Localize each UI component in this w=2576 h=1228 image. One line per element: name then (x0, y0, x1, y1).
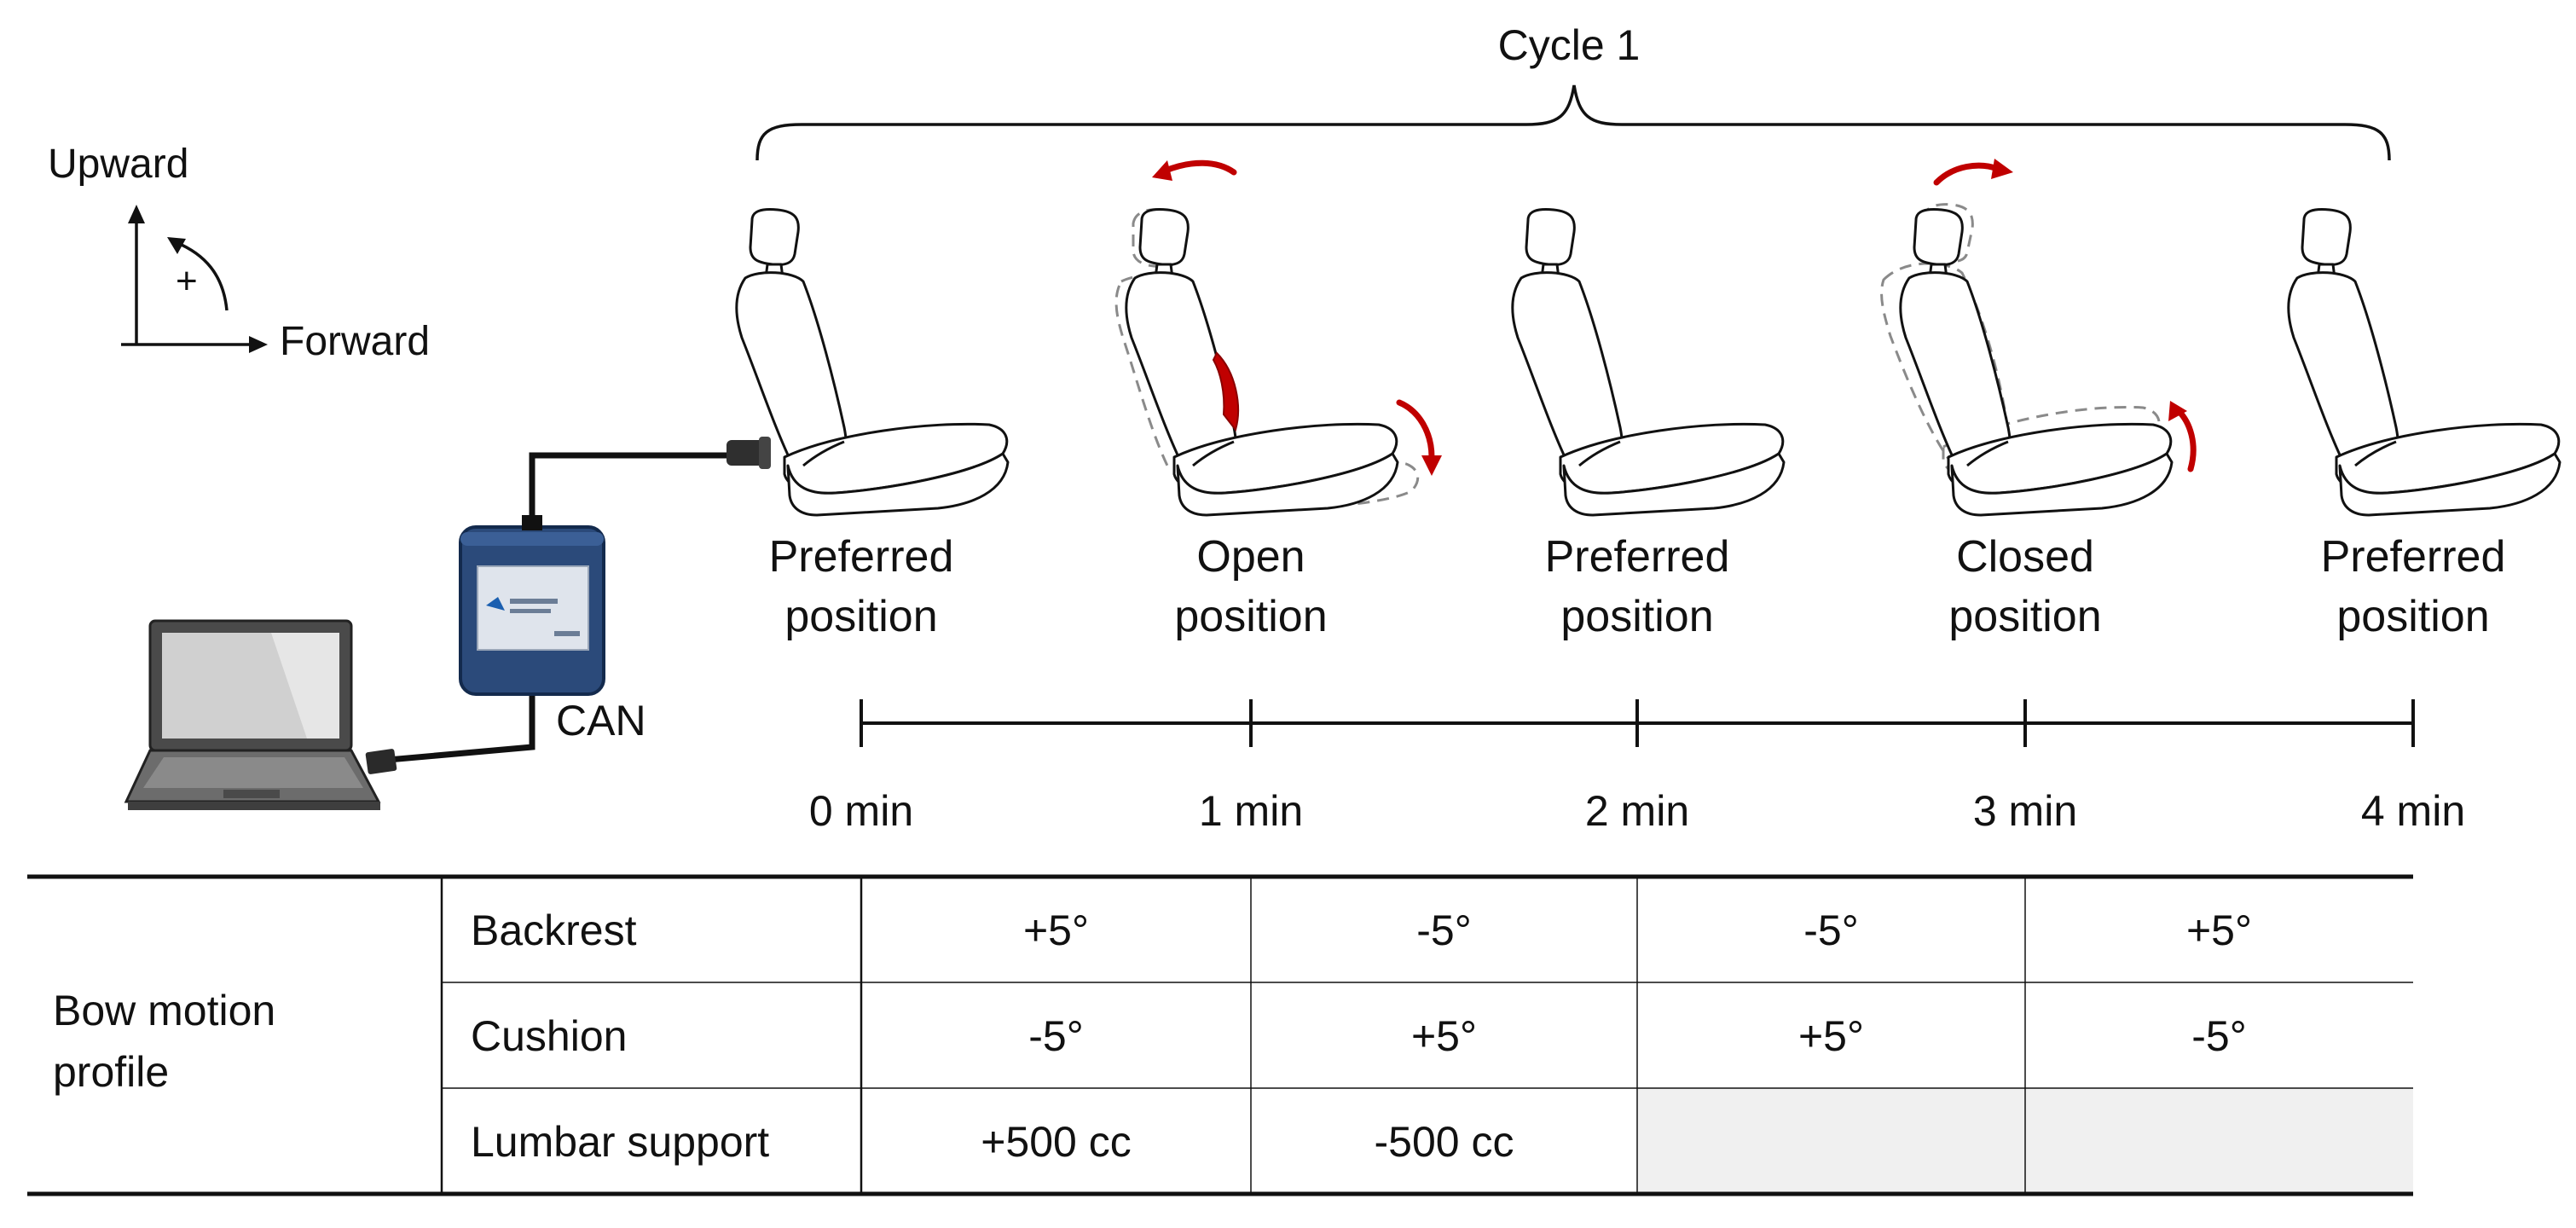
table-cell: -5° (1028, 1012, 1083, 1060)
seat-label-line1: Closed (1956, 532, 2094, 582)
timeline: 0 min 1 min 2 min 3 min 4 min (809, 699, 2465, 835)
seat-label-line1: Preferred (1545, 532, 1730, 582)
can-label: CAN (556, 697, 646, 744)
table-cell: +5° (2186, 907, 2252, 954)
seat-1: Preferred position (735, 208, 1010, 641)
seat-label-line1: Preferred (769, 532, 954, 582)
seat-label-line2: position (1174, 592, 1327, 641)
seat-icon (1511, 208, 1786, 517)
cycle-brace (755, 84, 2391, 161)
row-label: Cushion (471, 1012, 627, 1060)
seat-label-line2: position (2336, 592, 2489, 641)
seat-4: Closed position (1880, 159, 2197, 641)
rotation-sign: + (176, 260, 198, 302)
row-label: Backrest (471, 907, 637, 954)
seat-sequence: Preferred position Open position Preferred… (735, 159, 2562, 641)
can-cable (378, 452, 733, 764)
seat-3: Preferred position (1511, 208, 1786, 641)
backrest-rotation-arrow (1152, 159, 1237, 181)
backrest-rotation-arrow (1933, 159, 2013, 186)
orientation-axes (121, 205, 268, 353)
timeline-tick-label: 0 min (809, 787, 913, 835)
timeline-tick-label: 1 min (1199, 787, 1303, 835)
seat-5: Preferred position (2287, 208, 2562, 641)
row-label: Lumbar support (471, 1118, 769, 1166)
seat-2: Open position (1114, 159, 1442, 641)
upward-label: Upward (48, 142, 188, 187)
table-cell: +5° (1023, 907, 1089, 954)
empty-cell (2025, 1088, 2413, 1194)
empty-cell (1637, 1088, 2025, 1194)
table-cell: +5° (1798, 1012, 1864, 1060)
row-group-label-line1: Bow motion (53, 987, 275, 1034)
cycle-label: Cycle 1 (1498, 21, 1641, 69)
seat-icon (735, 208, 1010, 517)
seat-icon (2287, 208, 2562, 517)
lumbar-support-highlight (1212, 351, 1240, 432)
timeline-tick-label: 4 min (2361, 787, 2465, 835)
seat-label-line1: Preferred (2321, 532, 2506, 582)
cushion-rotation-arrow (2168, 401, 2197, 472)
can-interface-device (459, 515, 605, 696)
usb-plug-icon (365, 749, 397, 774)
table-cell: -5° (1416, 907, 1471, 954)
seat-label-line2: position (1948, 592, 2101, 641)
timeline-tick-label: 3 min (1973, 787, 2077, 835)
row-group-label-line2: profile (53, 1048, 169, 1096)
table-cell: -500 cc (1375, 1118, 1514, 1166)
seat-label-line2: position (1560, 592, 1713, 641)
laptop-icon (124, 619, 381, 810)
table-cell: -5° (1803, 907, 1858, 954)
forward-label: Forward (280, 319, 430, 364)
table-cell: -5° (2191, 1012, 2246, 1060)
seat-icon (1125, 208, 1399, 517)
seat-label-line1: Open (1196, 532, 1305, 582)
table-cell: +5° (1411, 1012, 1477, 1060)
seat-icon (1899, 208, 2174, 517)
table-cell: +500 cc (981, 1118, 1132, 1166)
bow-motion-profile-table: Bow motion profile Backrest +5° -5° -5° +5° Cus… (27, 874, 2413, 1196)
seat-connector-icon (726, 437, 771, 469)
cushion-rotation-arrow (1396, 399, 1442, 476)
seat-label-line2: position (784, 592, 937, 641)
timeline-tick-label: 2 min (1585, 787, 1689, 835)
